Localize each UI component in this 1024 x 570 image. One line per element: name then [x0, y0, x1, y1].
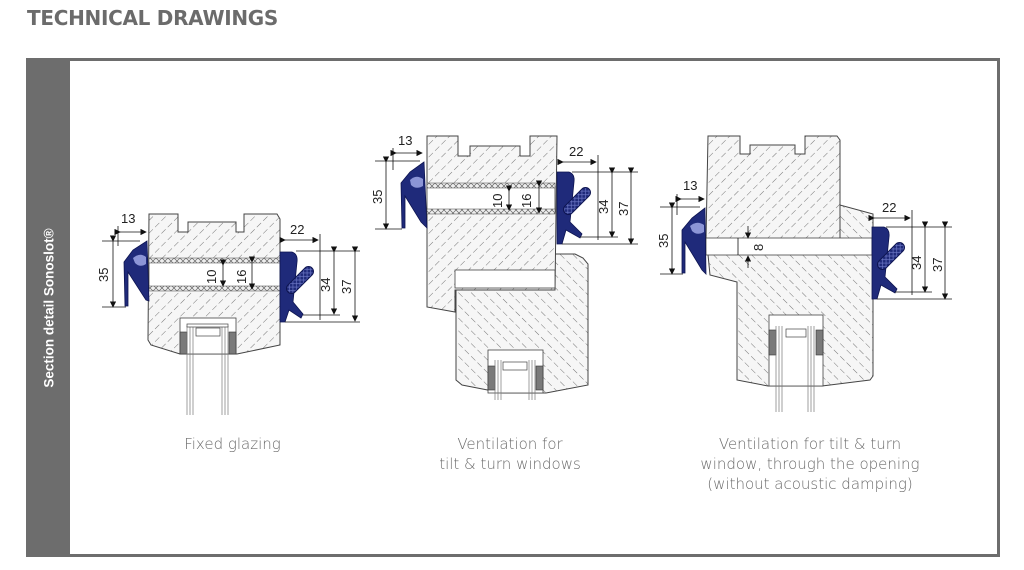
- dim-right-outer: 37: [930, 258, 945, 272]
- dim-slot-inner: 10: [490, 194, 505, 208]
- dim-slot-outer: 16: [519, 194, 534, 208]
- seal-right-icon: [279, 251, 314, 323]
- gasket-left: [768, 329, 777, 356]
- dim-gap: 8: [751, 244, 766, 251]
- dim-left-height: 35: [370, 190, 385, 204]
- dimension-lines: [375, 148, 638, 245]
- sash-profile: [705, 135, 841, 241]
- seal-left-icon: [681, 207, 707, 275]
- dim-left-width: 13: [398, 133, 412, 148]
- slot-mesh-bottom: [148, 285, 281, 292]
- glass-rebate: [487, 349, 544, 394]
- drawing-through-opening: 13 35 8 22 34 37: [656, 135, 952, 412]
- dim-left-width: 13: [683, 178, 697, 193]
- dim-right-inner: 34: [909, 256, 924, 270]
- glass-pane: [186, 323, 229, 415]
- gasket-right: [535, 365, 544, 391]
- caption-fixed-glazing: Fixed glazing: [184, 435, 281, 453]
- gasket-right: [228, 331, 237, 355]
- dim-slot-inner: 10: [204, 270, 219, 284]
- dim-right-width: 22: [569, 144, 583, 159]
- slot-mesh-bottom: [426, 208, 556, 215]
- drawing-tilt-turn: 13 35 10 16 22 34 37: [370, 133, 638, 400]
- glass-pane: [775, 326, 815, 412]
- dim-right-outer: 37: [616, 202, 631, 216]
- gasket-left: [487, 365, 496, 391]
- air-channel: [705, 237, 873, 256]
- slot-opening: [426, 185, 556, 213]
- seal-left-icon: [400, 161, 428, 230]
- seal-right-icon: [556, 171, 591, 245]
- sash-profile: [426, 135, 558, 313]
- dim-right-inner: 34: [318, 278, 333, 292]
- slot-mesh-top: [148, 257, 281, 264]
- sash-bottom-gap: [454, 269, 556, 289]
- dim-right-outer: 37: [339, 280, 354, 294]
- sidebar: Section detail Sonoslot®: [29, 61, 70, 554]
- dim-left-width: 13: [121, 211, 135, 226]
- dim-slot-outer: 16: [234, 270, 249, 284]
- drawing-fixed-glazing: 13 35 10 16 22 34 37: [96, 211, 360, 415]
- dimension-lines: [102, 226, 360, 323]
- caption-through-opening: Ventilation for tilt & turn window, thro…: [700, 435, 920, 493]
- dim-right-width: 22: [882, 200, 896, 215]
- dim-right-inner: 34: [596, 200, 611, 214]
- dimension-lines: [660, 194, 952, 300]
- caption-tilt-turn: Ventilation for tilt & turn windows: [439, 435, 581, 473]
- page-title: TECHNICAL DRAWINGS: [27, 6, 279, 30]
- glass-pane: [494, 360, 536, 400]
- dim-left-height: 35: [96, 268, 111, 282]
- seal-left-icon: [123, 240, 150, 307]
- gasket-right: [815, 329, 824, 356]
- gasket-left: [179, 331, 188, 355]
- seal-right-icon: [871, 226, 905, 300]
- dim-right-width: 22: [290, 222, 304, 237]
- dim-left-height: 35: [656, 234, 671, 248]
- slot-mesh-top: [426, 182, 556, 189]
- glass-rebate: [768, 314, 824, 387]
